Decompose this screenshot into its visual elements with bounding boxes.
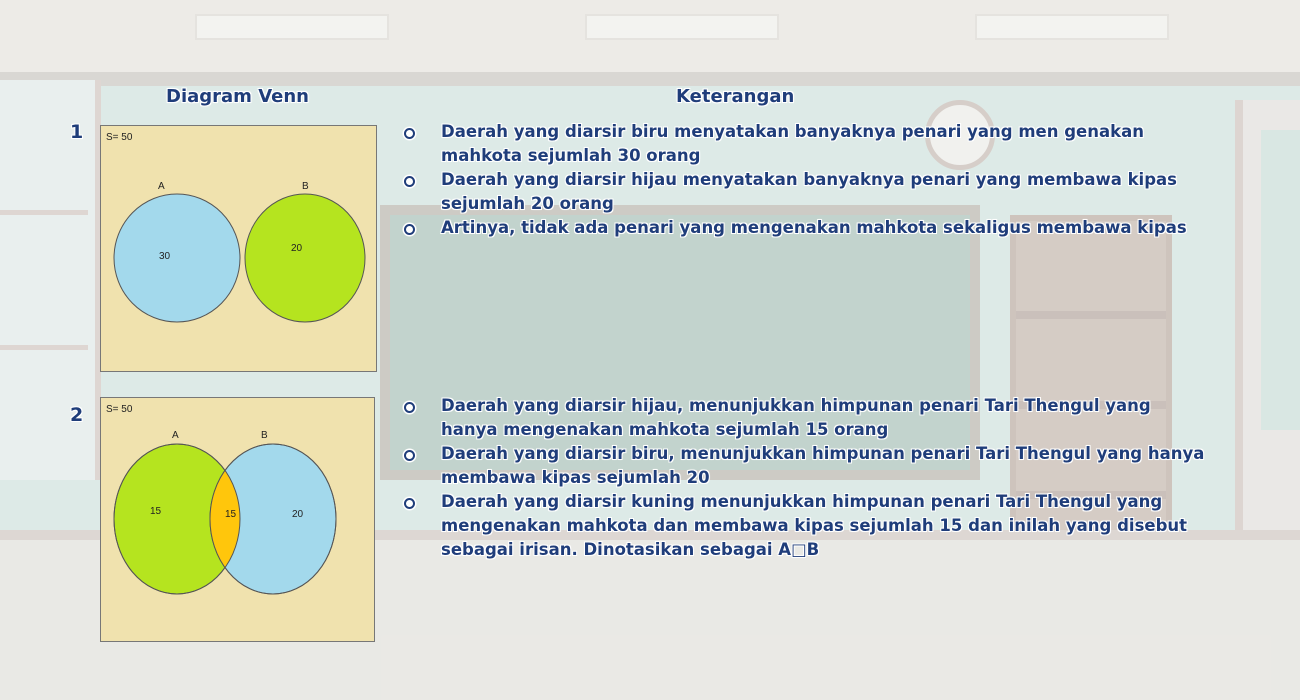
- floor-line: [0, 530, 1300, 540]
- item-number: 2: [70, 404, 84, 426]
- region-b-value: 20: [291, 243, 303, 254]
- bullet-icon: [404, 224, 415, 235]
- bullet-icon: [404, 128, 415, 139]
- description-list-1: Daerah yang diarsir biru menyatakan bany…: [400, 120, 1210, 240]
- universe-label: S= 50: [106, 132, 133, 143]
- list-item: Daerah yang diarsir biru menyatakan bany…: [400, 120, 1210, 168]
- list-item: Daerah yang diarsir biru, menunjukkan hi…: [400, 442, 1210, 490]
- list-item: Artinya, tidak ada penari yang mengenaka…: [400, 216, 1210, 240]
- venn-diagram-1: S= 50 A B 30 20: [100, 125, 377, 372]
- bullet-icon: [404, 176, 415, 187]
- venn-svg: S= 50 A B 15 15 20: [106, 404, 337, 595]
- diagram-heading: Diagram Venn: [166, 86, 309, 107]
- ceiling-light: [195, 14, 389, 40]
- list-item: Daerah yang diarsir hijau, menunjukkan h…: [400, 394, 1210, 442]
- bookshelf: [1010, 215, 1172, 557]
- venn-diagram-2: S= 50 A B 15 15 20: [100, 397, 375, 642]
- region-a-value: 15: [150, 506, 162, 517]
- ceiling-light: [975, 14, 1169, 40]
- set-a-circle: [113, 193, 241, 323]
- region-b-value: 20: [292, 509, 304, 520]
- set-a-label: A: [172, 430, 179, 441]
- list-item: Daerah yang diarsir kuning menunjukkan h…: [400, 490, 1210, 562]
- bullet-icon: [404, 498, 415, 509]
- set-b-circle: [244, 193, 366, 323]
- list-item: Daerah yang diarsir hijau menyatakan ban…: [400, 168, 1210, 216]
- ceiling: [0, 0, 1300, 72]
- door: [1235, 100, 1300, 560]
- item-number: 1: [70, 121, 84, 143]
- set-b-label: B: [302, 181, 309, 192]
- set-a-label: A: [158, 181, 165, 192]
- clock-icon: [925, 100, 995, 170]
- universe-label: S= 50: [106, 404, 133, 415]
- window: [0, 80, 101, 480]
- venn-svg: S= 50 A B 30 20: [106, 132, 366, 323]
- chalkboard: [380, 205, 980, 480]
- region-a-value: 30: [159, 251, 171, 262]
- description-list-2: Daerah yang diarsir hijau, menunjukkan h…: [400, 394, 1210, 562]
- ceiling-light: [585, 14, 779, 40]
- description-heading: Keterangan: [676, 86, 795, 107]
- wall-band: [0, 72, 1300, 86]
- intersection-value: 15: [225, 509, 237, 520]
- bullet-icon: [404, 402, 415, 413]
- bullet-icon: [404, 450, 415, 461]
- set-b-label: B: [261, 430, 268, 441]
